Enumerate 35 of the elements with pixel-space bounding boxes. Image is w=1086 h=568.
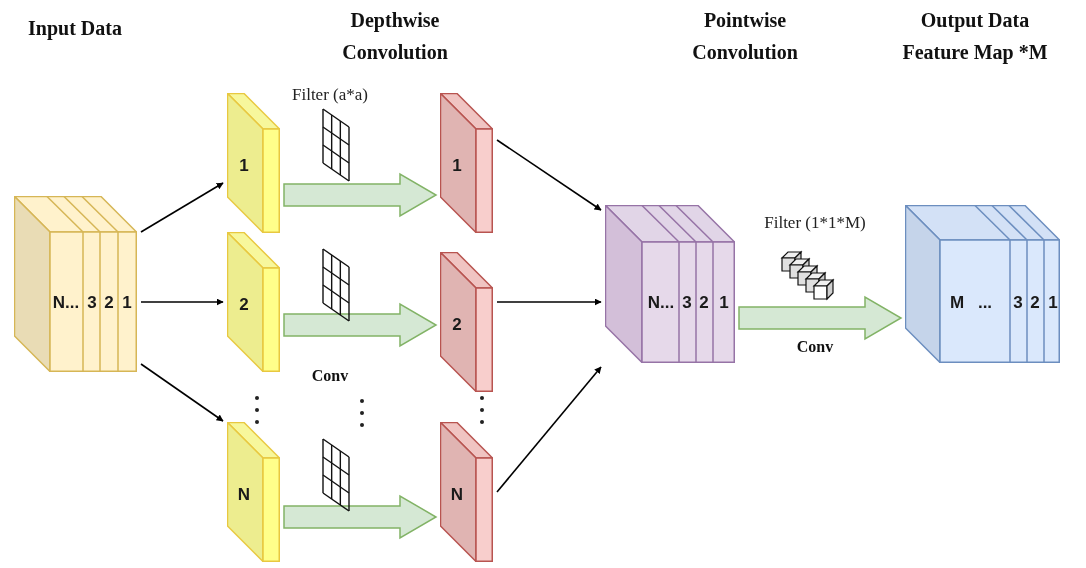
slice-number: 3	[682, 293, 692, 311]
column-heading: Input Data	[27, 16, 123, 42]
slice-number: 3	[87, 293, 97, 311]
column-heading: Depthwise Convolution	[341, 8, 449, 65]
slice-number: N	[450, 485, 464, 503]
slice-number: 1	[719, 293, 729, 311]
slice-number: N	[237, 485, 251, 503]
arrow	[496, 366, 602, 493]
slice-number: 2	[239, 295, 249, 313]
column-heading: Pointwise Convolution	[691, 8, 799, 65]
slice-number: 1	[1048, 293, 1058, 311]
slice-number: 2	[452, 315, 462, 333]
slice-number: 1	[452, 156, 462, 174]
block-arrow	[738, 295, 903, 341]
slice-number: M	[949, 293, 965, 311]
slice-number: N...	[647, 293, 675, 311]
slice-number: 1	[239, 156, 249, 174]
column-heading: Output Data Feature Map *M	[901, 8, 1049, 66]
block-arrow	[283, 302, 438, 348]
arrow	[496, 139, 602, 211]
slice-number: N...	[52, 293, 80, 311]
filter-label: Filter (a*a)	[291, 84, 369, 106]
filter-label: Filter (1*1*M)	[763, 212, 867, 234]
block-arrow	[283, 172, 438, 218]
arrow	[140, 182, 224, 233]
slice-number: 2	[1030, 293, 1040, 311]
arrow	[496, 298, 602, 306]
slice-number: ...	[977, 293, 993, 311]
arrow	[140, 363, 224, 422]
slice-number: 2	[699, 293, 709, 311]
slice-number: 2	[104, 293, 114, 311]
block-arrow	[283, 494, 438, 540]
slice-number: 3	[1013, 293, 1023, 311]
slice-number: 1	[122, 293, 132, 311]
arrow	[140, 298, 224, 306]
